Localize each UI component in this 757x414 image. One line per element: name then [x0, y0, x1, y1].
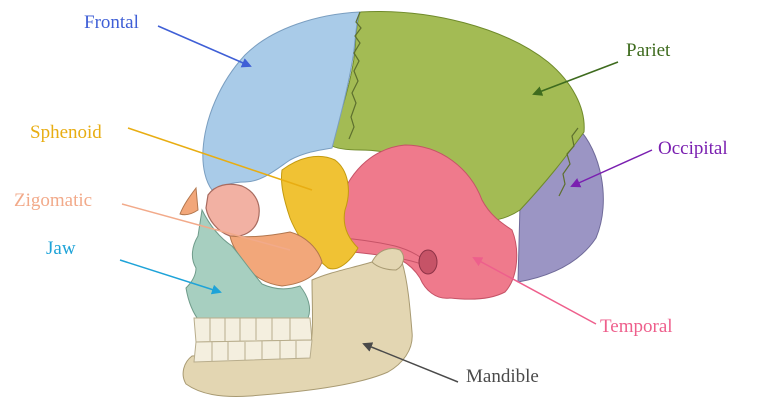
label-mandible: Mandible: [466, 366, 539, 388]
label-frontal: Frontal: [84, 12, 139, 34]
label-zigomatic: Zigomatic: [14, 190, 92, 212]
label-jaw: Jaw: [46, 238, 76, 260]
skull-illustration: [180, 11, 603, 396]
upper-teeth: [194, 318, 312, 342]
frontal-arrow: [158, 26, 250, 66]
label-occipital: Occipital: [658, 138, 728, 160]
label-sphenoid: Sphenoid: [30, 122, 102, 144]
label-pariet: Pariet: [626, 40, 670, 62]
label-temporal: Temporal: [600, 316, 673, 338]
nasal-bone: [180, 188, 198, 215]
ear-canal: [419, 250, 437, 274]
